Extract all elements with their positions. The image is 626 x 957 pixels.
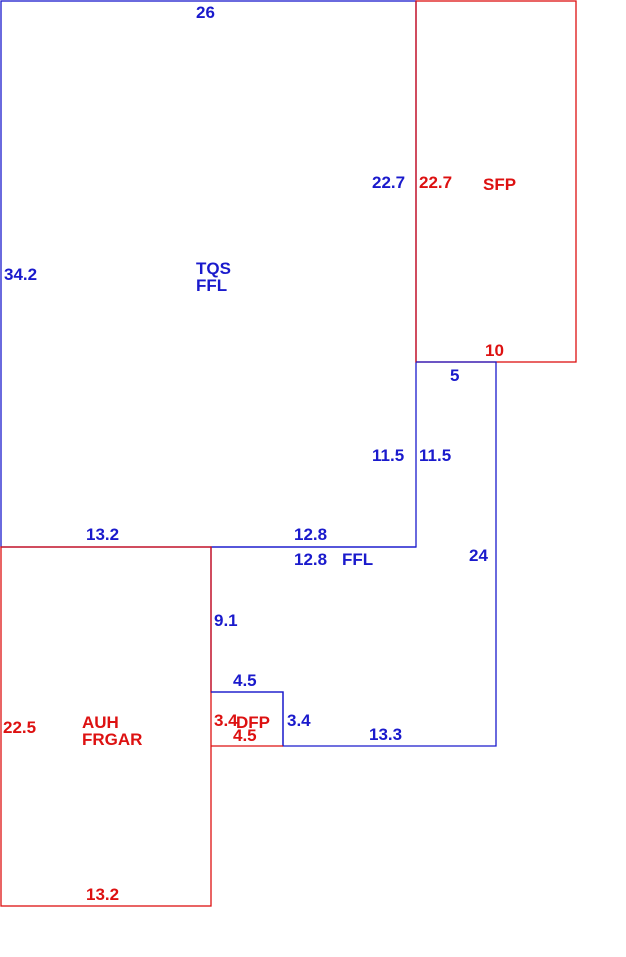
dfp-dim-bottom: 4.5	[233, 726, 257, 745]
dfp-dim-right: 3.4	[287, 711, 311, 730]
tqs-dim-right-upper: 22.7	[372, 173, 405, 192]
dfp-room-labels: 4.5 3.4 DFP 3.4 4.5	[214, 671, 311, 745]
corridor-dim-top-short: 5	[450, 366, 459, 385]
auh-room-labels: 22.5 AUH FRGAR 13.2	[3, 713, 142, 904]
auh-dim-left: 22.5	[3, 718, 36, 737]
tqs-dim-top: 26	[196, 3, 215, 22]
auh-room-name: AUH	[82, 713, 119, 732]
room-outlines	[0, 0, 577, 907]
tqs-room-labels: 26 34.2 22.7 11.5 13.2 12.8 TQS FFL	[4, 3, 405, 544]
sfp-room-name: SFP	[483, 175, 516, 194]
dfp-dim-top: 4.5	[233, 671, 257, 690]
tqs-room-name: TQS	[196, 259, 231, 278]
corridor-room-labels: 5 11.5 24 12.8 FFL 9.1 13.3	[214, 366, 488, 744]
dfp-room-name: DFP	[236, 713, 270, 732]
corridor-dim-bottom: 13.3	[369, 725, 402, 744]
tqs-dim-right-lower: 11.5	[372, 446, 404, 465]
corridor-dim-right: 24	[469, 546, 488, 565]
sfp-dim-left: 22.7	[419, 173, 452, 192]
corridor-dim-inner-left: 9.1	[214, 611, 238, 630]
tqs-dim-bottom-right: 12.8	[294, 525, 327, 544]
tqs-room-level: FFL	[196, 276, 227, 295]
auh-dim-bottom: 13.2	[86, 885, 119, 904]
dfp-room-outline-blue	[211, 691, 284, 746]
corridor-dim-top: 12.8	[294, 550, 327, 569]
tqs-dim-left: 34.2	[4, 265, 37, 284]
auh-room-type: FRGAR	[82, 730, 142, 749]
sfp-dim-bottom: 10	[485, 341, 504, 360]
corridor-room-name: FFL	[342, 550, 373, 569]
corridor-dim-left: 11.5	[419, 446, 451, 465]
auh-room-outline	[0, 546, 212, 907]
tqs-dim-bottom-left: 13.2	[86, 525, 119, 544]
dfp-dim-left: 3.4	[214, 711, 238, 730]
sfp-room-labels: 22.7 SFP 10	[419, 173, 516, 360]
